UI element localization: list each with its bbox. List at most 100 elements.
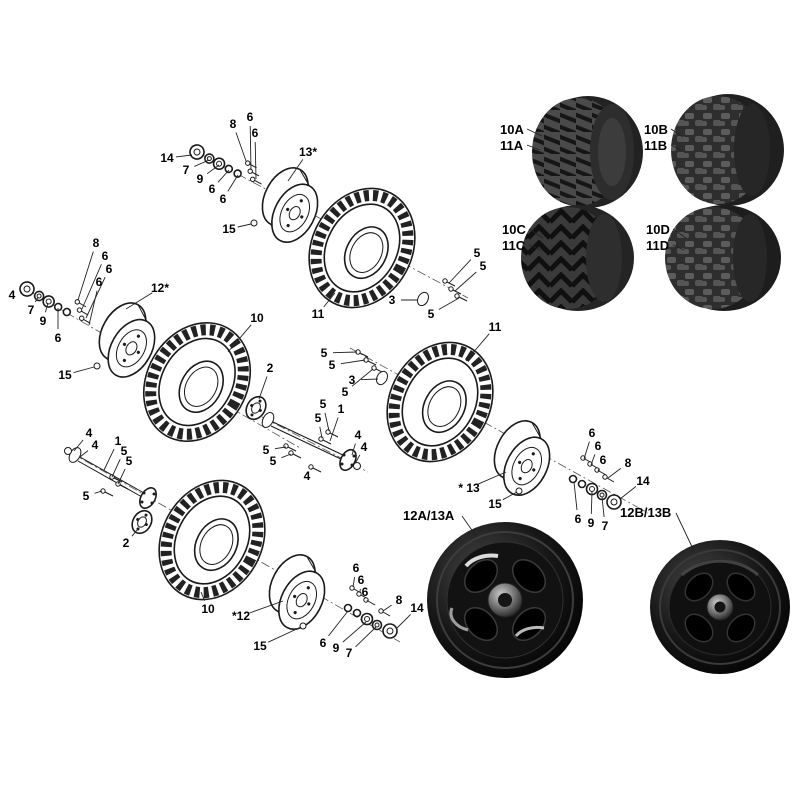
leader-line (465, 333, 490, 362)
part-callout-15: 15 (222, 222, 236, 236)
leader-line (200, 591, 206, 601)
leader-line (249, 125, 252, 171)
leader-line (125, 292, 153, 310)
leader-line (44, 302, 49, 313)
part-callout-4: 4 (304, 469, 311, 483)
part-callout-6: 6 (55, 331, 62, 345)
leader-line (258, 376, 268, 400)
part-callout-5: 5 (83, 489, 90, 503)
part-callout-8: 8 (93, 236, 100, 250)
part-callout-2: 2 (123, 536, 130, 550)
leader-line (340, 359, 366, 365)
leader-line (607, 468, 622, 479)
leader-line (79, 450, 89, 458)
leader-line (590, 454, 596, 466)
tire-variant-label-10a: 10A (500, 122, 524, 137)
hardware-bottom-right (343, 585, 398, 639)
leader-line (448, 259, 472, 284)
part-callout-10: 10 (250, 311, 264, 325)
leader-line (206, 164, 220, 175)
part-callout-6: 6 (247, 110, 254, 124)
leader-line (329, 417, 339, 442)
leader-line (360, 378, 379, 381)
part-callout-6: 6 (96, 275, 103, 289)
leader-line (355, 454, 361, 463)
part-callout-5: 5 (474, 246, 481, 260)
leader-line (351, 368, 374, 387)
leader-line (332, 351, 358, 354)
part-callout-8: 8 (230, 117, 237, 131)
part-callout-4: 4 (361, 440, 368, 454)
valve-stem-15 (299, 622, 307, 630)
tire-photo-10a-11a (532, 96, 643, 208)
leader-line (502, 491, 518, 501)
leader-line (77, 251, 94, 301)
part-callout-3: 3 (389, 293, 396, 307)
hardware-right (568, 455, 622, 510)
part-callout-1: 1 (338, 402, 345, 416)
leader-line (352, 576, 356, 588)
leader-line (324, 412, 330, 432)
leader-line (194, 159, 210, 167)
part-callout-6: 6 (102, 249, 109, 263)
leader-line (94, 490, 103, 494)
part-callout-6: 6 (220, 192, 227, 206)
tire-variant-label-11b: 11B (644, 138, 667, 153)
leader-line (619, 486, 637, 500)
leader-line (328, 610, 349, 637)
part-callout-4: 4 (92, 438, 99, 452)
part-callout-5: 5 (121, 444, 128, 458)
part-callout-1: 1 (115, 434, 122, 448)
leader-line (355, 626, 377, 648)
part-callout-5: 5 (480, 259, 487, 273)
part-callout-14: 14 (410, 601, 424, 615)
leader-line (351, 443, 356, 456)
part-callout-7: 7 (346, 646, 353, 660)
tire-photo-10c-11c (521, 205, 634, 311)
part-callout-7: 7 (602, 519, 609, 533)
part-callout-6: 6 (320, 636, 327, 650)
part-callout-7: 7 (28, 303, 35, 317)
part-callout-6: 6 (252, 126, 259, 140)
part-callout-9: 9 (197, 172, 204, 186)
tire-10 (139, 462, 286, 618)
part-callout-5: 5 (126, 454, 133, 468)
part-callout-5: 5 (315, 411, 322, 425)
assembly-middle-right (349, 324, 649, 514)
part-callout-7: 7 (183, 163, 190, 177)
tire-variant-label-11c: 11C (502, 238, 526, 253)
leader-line (454, 271, 477, 292)
tire-photo-10b-11b (671, 94, 784, 206)
leader-line (235, 132, 247, 162)
axle-assembly (261, 412, 369, 473)
assembly-middle-left (16, 270, 301, 460)
leader-line (287, 159, 304, 182)
part-callout-9: 9 (40, 314, 47, 328)
leader-line (117, 468, 126, 485)
part-callout-4: 4 (355, 428, 362, 442)
leader-line (73, 439, 84, 452)
assembly-bottom (64, 447, 401, 643)
part-callout-2: 2 (267, 361, 274, 375)
part-callout-6: 6 (589, 426, 596, 440)
wheel-photo-12a-13a (427, 522, 583, 678)
assembly-front-left (186, 133, 469, 326)
part-callout-5: 5 (263, 443, 270, 457)
leader-line (395, 614, 411, 630)
leader-line (227, 174, 239, 192)
part-callout-6: 6 (353, 561, 360, 575)
tire-variant-label-11a: 11A (500, 138, 524, 153)
leader-line (319, 426, 323, 439)
part-callout-6: 6 (575, 512, 582, 526)
hub-2 (127, 506, 157, 538)
valve-stem-15 (250, 219, 258, 227)
part-callout-4: 4 (9, 288, 16, 302)
wheel-photo-12b-13b (650, 540, 790, 674)
part-callout-12: *12 (232, 609, 250, 623)
part-callout-5: 5 (428, 307, 435, 321)
tire-variant-label-10c: 10C (502, 222, 526, 237)
wheel-variant-label-12b13b: 12B/13B (620, 505, 671, 520)
